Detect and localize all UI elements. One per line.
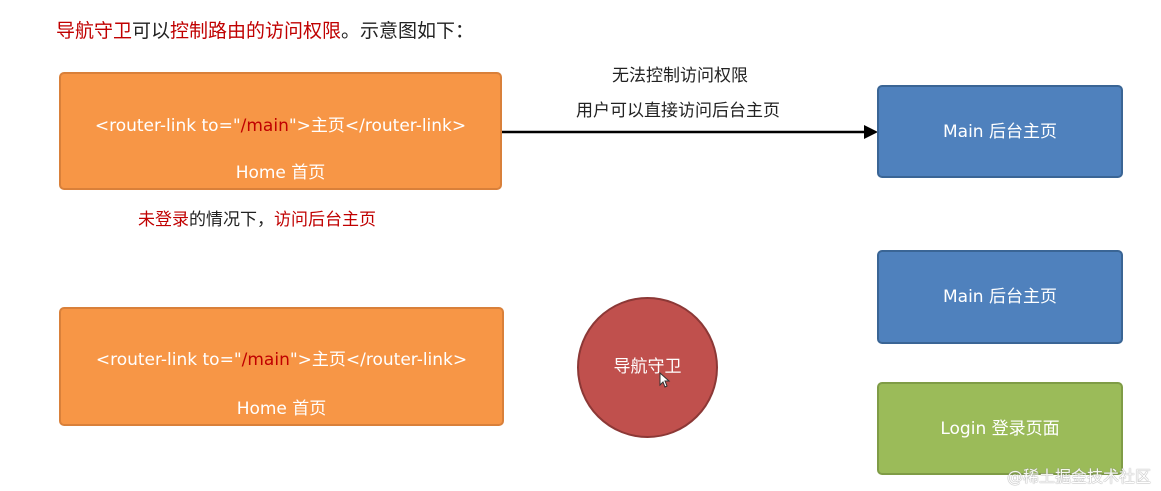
main-page-label-top: Main 后台主页 bbox=[943, 122, 1057, 142]
arrow-note-line2: 用户可以直接访问后台主页 bbox=[576, 101, 780, 121]
bottom-router-link-box: <router-link to="/main">主页</router-link>… bbox=[59, 307, 504, 426]
unauth-caption: 未登录的情况下，访问后台主页 bbox=[138, 209, 376, 231]
caption-keyword-not-logged-in: 未登录 bbox=[138, 210, 189, 230]
bottom-router-link-code: <router-link to="/main">主页</router-link> bbox=[61, 349, 502, 371]
code-suffix: ">主页</router-link> bbox=[288, 116, 467, 136]
watermark: @稀土掘金技术社区 bbox=[1006, 467, 1151, 486]
mouse-cursor-icon bbox=[659, 372, 671, 388]
code-prefix: <router-link to=" bbox=[95, 350, 242, 370]
main-page-box-top: Main 后台主页 bbox=[877, 85, 1123, 178]
bottom-home-label: Home 首页 bbox=[236, 399, 327, 419]
main-page-box-bottom: Main 后台主页 bbox=[877, 250, 1123, 344]
login-page-box: Login 登录页面 bbox=[877, 382, 1123, 475]
top-home-label: Home 首页 bbox=[235, 163, 326, 183]
caption-keyword-access-main: 访问后台主页 bbox=[274, 210, 376, 230]
top-router-link-box: <router-link to="/main">主页</router-link>… bbox=[59, 72, 502, 190]
title-text-can: 可以 bbox=[132, 20, 171, 42]
top-router-link-code: <router-link to="/main">主页</router-link> bbox=[61, 115, 500, 137]
main-page-label-bottom: Main 后台主页 bbox=[943, 287, 1057, 307]
caption-text-situation: 的情况下， bbox=[189, 210, 274, 230]
code-prefix: <router-link to=" bbox=[94, 116, 241, 136]
login-page-label: Login 登录页面 bbox=[940, 419, 1060, 439]
title-keyword-permission: 控制路由的访问权限 bbox=[170, 20, 342, 42]
code-path: /main bbox=[240, 116, 289, 136]
page-title: 导航守卫可以控制路由的访问权限。示意图如下： bbox=[56, 18, 474, 44]
arrow-note-line1: 无法控制访问权限 bbox=[612, 66, 748, 86]
code-suffix: ">主页</router-link> bbox=[289, 350, 468, 370]
code-path: /main bbox=[241, 350, 290, 370]
title-text-diagram: 。示意图如下： bbox=[341, 20, 475, 42]
navigation-guard-circle: 导航守卫 bbox=[577, 297, 718, 438]
title-keyword-guard: 导航守卫 bbox=[56, 20, 133, 42]
